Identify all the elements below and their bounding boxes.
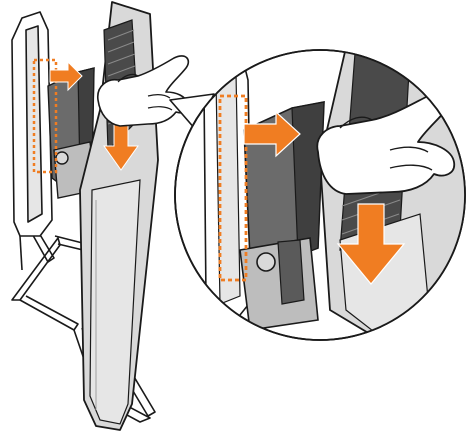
- zoom-callout: [170, 30, 468, 340]
- monitor-side-view: [12, 2, 188, 430]
- monitor-panel: [80, 2, 158, 430]
- stand-column: [12, 12, 52, 270]
